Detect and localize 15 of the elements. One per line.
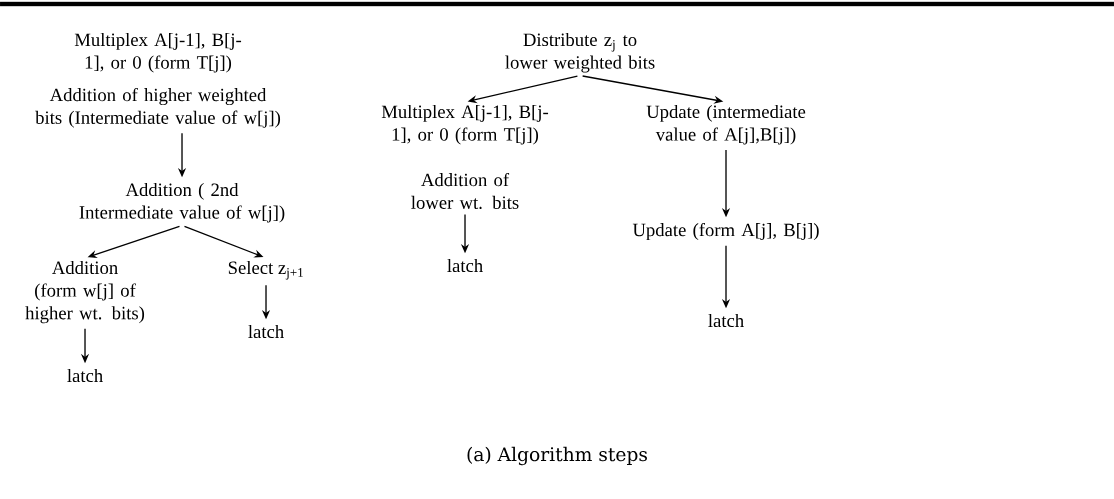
step-text: latch [248,324,284,339]
step-text: Addition ( 2nd Intermediate value of w[j]) [79,182,285,223]
caption: (a) Algorithm steps [467,446,647,466]
step-text: Addition of lower wt. bits [411,172,519,209]
step-text: Update (form A[j], B[j]) [632,222,819,241]
step-text: Addition (form w[j] of higher wt. bits) [25,260,145,324]
step-text: latch [708,313,744,328]
step-text: latch [447,258,483,273]
step-text: Addition of higher weighted bits (Intermediate value of w[j]) [35,87,281,128]
step-text: Update (intermediate value of A[j],B[j]) [646,104,806,145]
step-text: Multiplex A[j-1], B[j-1], or 0 (form T[j]) [381,104,549,145]
step-text: latch [67,368,103,383]
step-text: Multiplex A[j-1], B[j-1], or 0 (form T[j]) [74,32,242,73]
step-text: Select z$_{j+1}$ [228,260,303,280]
step-text: Distribute z$_{j}$ to lower weighted bits [505,32,655,73]
